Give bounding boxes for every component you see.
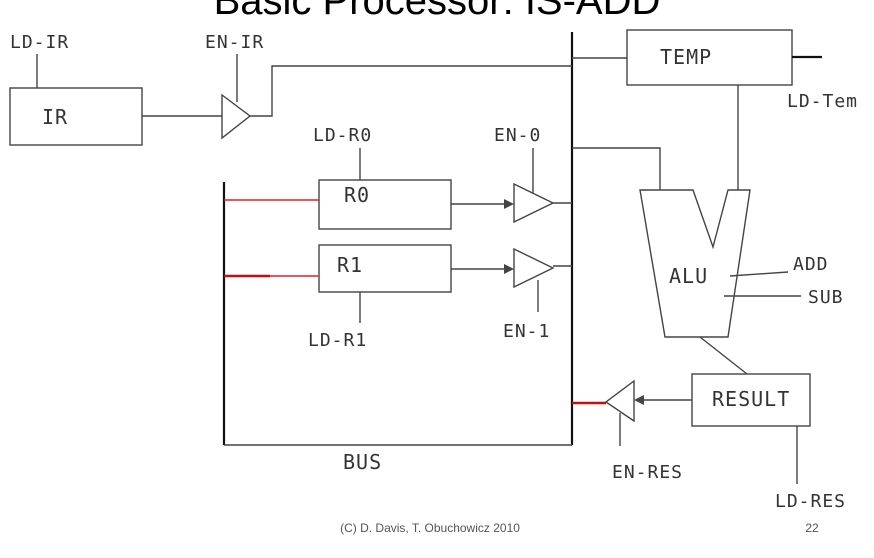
ld-r1-label: LD-R1 (308, 330, 367, 351)
r1-label: R1 (337, 253, 363, 277)
result-label: RESULT (712, 387, 790, 411)
temp-register (626, 29, 793, 86)
en-ir-label: EN-IR (205, 32, 264, 53)
r1-register (318, 244, 452, 293)
ld-r0-label: LD-R0 (313, 125, 372, 146)
result-register (691, 373, 811, 427)
ir-label: IR (42, 105, 68, 129)
en-0-buffer (513, 182, 555, 224)
sub-label: SUB (808, 287, 844, 308)
alu-label: ALU (669, 264, 708, 288)
ld-ir-label: LD-IR (10, 32, 69, 53)
r0-register (318, 179, 452, 230)
ld-temp-label: LD-Tem (787, 91, 858, 112)
ld-res-label: LD-RES (775, 491, 846, 512)
en-1-label: EN-1 (503, 321, 550, 342)
en-1-buffer (513, 247, 555, 289)
slide-title: Basic Processor: IS-ADD (214, 0, 661, 23)
footer-copyright: (C) D. Davis, T. Obuchowicz 2010 (340, 521, 520, 535)
alu-unit (639, 189, 751, 338)
page-number: 22 (805, 521, 819, 535)
bus (222, 32, 574, 446)
en-0-label: EN-0 (494, 125, 541, 146)
ir-register (9, 87, 143, 146)
en-res-buffer (604, 379, 635, 423)
en-res-label: EN-RES (612, 462, 683, 483)
add-label: ADD (793, 254, 829, 275)
r0-label: R0 (344, 183, 370, 207)
en-ir-buffer (221, 93, 252, 140)
bus-label: BUS (343, 450, 382, 474)
temp-label: TEMP (660, 45, 712, 69)
